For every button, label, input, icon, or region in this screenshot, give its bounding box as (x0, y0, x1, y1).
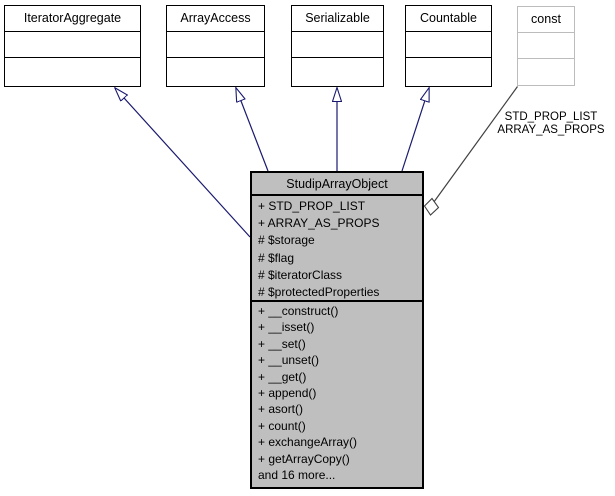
method-row: + __get() (258, 369, 307, 384)
attributes-compartment-empty (406, 32, 491, 58)
class-node-studip-array-object: StudipArrayObject + STD_PROP_LIST + ARRA… (250, 171, 424, 489)
class-name-label: IteratorAggregate (5, 6, 140, 32)
attributes-section: + STD_PROP_LIST + ARRAY_AS_PROPS # $stor… (252, 196, 422, 302)
attribute-row: # $flag (258, 250, 295, 265)
class-title: StudipArrayObject (252, 173, 422, 196)
methods-section: + __construct() + __isset() + __set() + … (252, 302, 422, 483)
class-node-serializable: Serializable (291, 5, 384, 87)
inheritance-edge-iterator-aggregate (115, 88, 251, 238)
class-name-label: Countable (406, 6, 491, 32)
edge-label-line: STD_PROP_LIST (504, 111, 598, 123)
method-row: + __unset() (258, 353, 320, 368)
method-row: + asort() (258, 402, 304, 417)
method-row: + __construct() (258, 304, 339, 318)
attribute-row: # $protectedProperties (258, 285, 380, 300)
class-name-label: ArrayAccess (167, 6, 264, 32)
const-node: const (517, 6, 575, 86)
class-node-array-access: ArrayAccess (166, 5, 265, 87)
attribute-row: + STD_PROP_LIST (258, 199, 366, 213)
class-node-countable: Countable (405, 5, 492, 87)
aggregation-diamond-icon (423, 197, 440, 216)
attributes-compartment-empty (518, 33, 574, 59)
inheritance-edge-countable (401, 88, 429, 172)
attributes-compartment-empty (292, 32, 383, 58)
inheritance-edge-array-access (236, 88, 269, 172)
attribute-row: # $iteratorClass (258, 267, 343, 282)
edge-label-line: ARRAY_AS_PROPS (497, 124, 605, 136)
attribute-row: # $storage (258, 233, 315, 248)
method-row: + exchangeArray() (258, 435, 358, 450)
more-members-label: and 16 more... (258, 468, 336, 483)
method-row: + getArrayCopy() (258, 451, 350, 466)
attributes-compartment-empty (167, 32, 264, 58)
usage-edge-const (430, 86, 518, 207)
const-name-label: const (518, 7, 574, 33)
method-row: + append() (258, 386, 317, 401)
method-row: + count() (258, 418, 306, 433)
attributes-compartment-empty (5, 32, 140, 58)
class-name-label: Serializable (292, 6, 383, 32)
attribute-row: + ARRAY_AS_PROPS (258, 216, 380, 231)
class-node-iterator-aggregate: IteratorAggregate (4, 5, 141, 87)
usage-edge-label: STD_PROP_LIST ARRAY_AS_PROPS (488, 111, 614, 137)
method-row: + __set() (258, 336, 306, 351)
method-row: + __isset() (258, 320, 315, 335)
